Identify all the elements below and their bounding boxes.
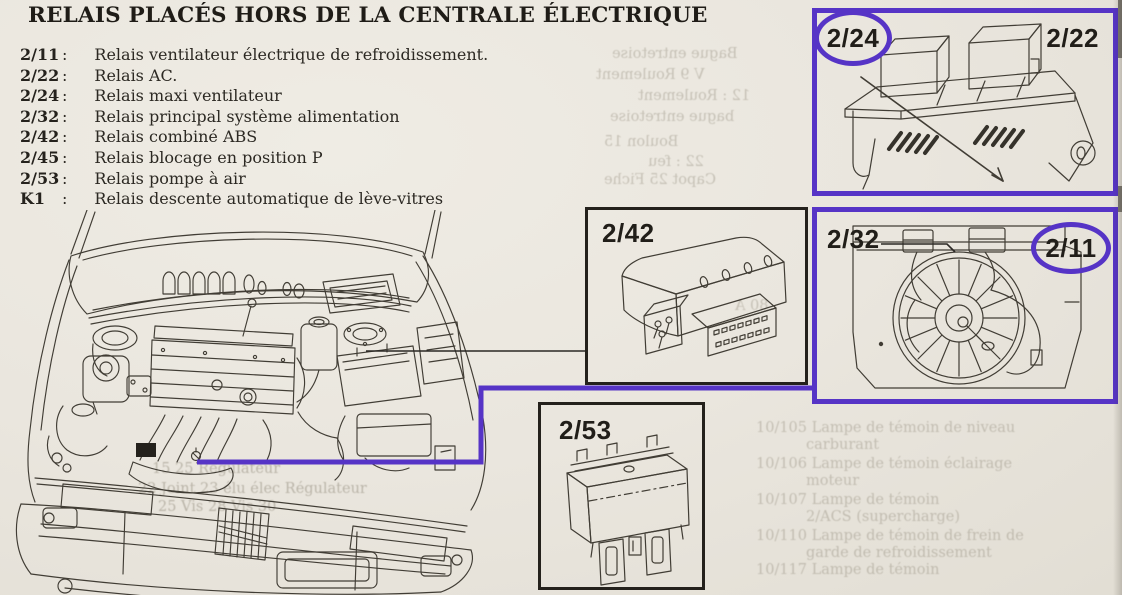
relay-separator: : <box>62 189 68 209</box>
relay-separator: : <box>62 45 68 64</box>
engine-bay-illustration <box>15 210 487 595</box>
relay-separator: : <box>62 147 68 167</box>
relay-description: Relais ventilateur électrique de refroid… <box>94 45 489 64</box>
relay-code: K1 <box>20 189 46 209</box>
bleedthrough-text: 10/105 Lampe de témoin de niveau <box>756 420 1016 436</box>
bleedthrough-text: 10/107 Lampe de témoin <box>756 492 940 508</box>
relay-bracket-illustration <box>844 23 1096 190</box>
highlight-circle-2-11: 2/11 <box>1031 222 1111 274</box>
relay-code: 2/22 <box>20 65 60 85</box>
callout-box-relay-bracket: 2/24 2/22 <box>812 8 1118 196</box>
relay-separator: : <box>62 168 68 188</box>
callout-box-cooling-fan: 2/32 2/11 <box>812 207 1118 404</box>
relay-description: Relais principal système alimentation <box>94 106 400 126</box>
relay-list-item: 2/42 : Relais combiné ABS <box>20 127 488 148</box>
relay-separator: : <box>62 65 68 85</box>
callout-label-2-42: 2/42 <box>602 218 655 248</box>
relay-description: Relais combiné ABS <box>94 127 258 147</box>
relay-description: Relais pompe à air <box>94 168 246 188</box>
cooling-fan-illustration <box>852 225 1082 389</box>
relay-code: 2/42 <box>20 127 60 147</box>
relay-list: 2/11 : Relais ventilateur électrique de … <box>20 45 488 210</box>
relay-location-marker <box>136 443 156 457</box>
relay-list-item: 2/22 : Relais AC. <box>20 66 488 87</box>
bleedthrough-text: 10/117 Lampe de témoin <box>756 562 940 578</box>
bleedthrough-text: moteur <box>806 473 860 489</box>
callout-box-abs-relay: 2/42 <box>585 207 808 385</box>
bleedthrough-text: garde de refroidissement <box>806 545 992 561</box>
relay-separator: : <box>62 106 68 126</box>
callout-label-2-53: 2/53 <box>559 415 612 445</box>
relay-list-item: K1 : Relais descente automatique de lève… <box>20 189 488 210</box>
highlight-circle-2-24: 2/24 <box>814 10 892 66</box>
callout-label-2-11: 2/11 <box>1045 232 1097 263</box>
bleedthrough-text: carburant <box>806 437 880 453</box>
page-edge-mark <box>1118 186 1122 212</box>
relay-code: 2/24 <box>20 86 60 106</box>
relay-description: Relais maxi ventilateur <box>94 86 282 106</box>
page-edge-mark <box>1118 0 1122 58</box>
relay-list-item: 2/45 : Relais blocage en position P <box>20 148 488 169</box>
relay-description: Relais AC. <box>94 65 178 85</box>
relay-list-item: 2/24 : Relais maxi ventilateur <box>20 86 488 107</box>
callout-label-2-22: 2/22 <box>1046 23 1099 53</box>
relay-code: 2/11 <box>20 45 60 64</box>
bleedthrough-text: 10/110 Lampe de témoin de frein de <box>756 528 1024 544</box>
relay-list-item: 2/11 : Relais ventilateur électrique de … <box>20 45 488 66</box>
abs-relay-illustration <box>621 236 787 357</box>
callout-box-air-pump-relay: 2/53 <box>538 402 705 590</box>
page-title: RELAIS PLACÉS HORS DE LA CENTRALE ÉLECTR… <box>28 3 708 28</box>
relay-list-item: 2/32 : Relais principal système alimenta… <box>20 107 488 128</box>
air-pump-relay-illustration <box>566 434 690 586</box>
relay-description: Relais descente automatique de lève-vitr… <box>94 189 444 209</box>
bleedthrough-text: 15 25 Régulateur <box>152 461 281 477</box>
relay-list-item: 2/53 : Relais pompe à air <box>20 169 488 190</box>
callout-label-2-32: 2/32 <box>827 224 880 254</box>
relay-code: 2/32 <box>20 106 60 126</box>
relay-separator: : <box>62 127 68 147</box>
bleedthrough-text: 10/106 Lampe de témoin éclairage <box>756 456 1013 472</box>
leader-line-fan <box>197 385 814 465</box>
bleedthrough-text: 2/ACS (supercharge) <box>806 509 961 525</box>
relay-description: Relais blocage en position P <box>94 147 323 167</box>
relay-code: 2/45 <box>20 147 60 167</box>
relay-code: 2/53 <box>20 168 60 188</box>
relay-separator: : <box>62 86 68 106</box>
callout-label-2-24: 2/24 <box>826 22 880 53</box>
